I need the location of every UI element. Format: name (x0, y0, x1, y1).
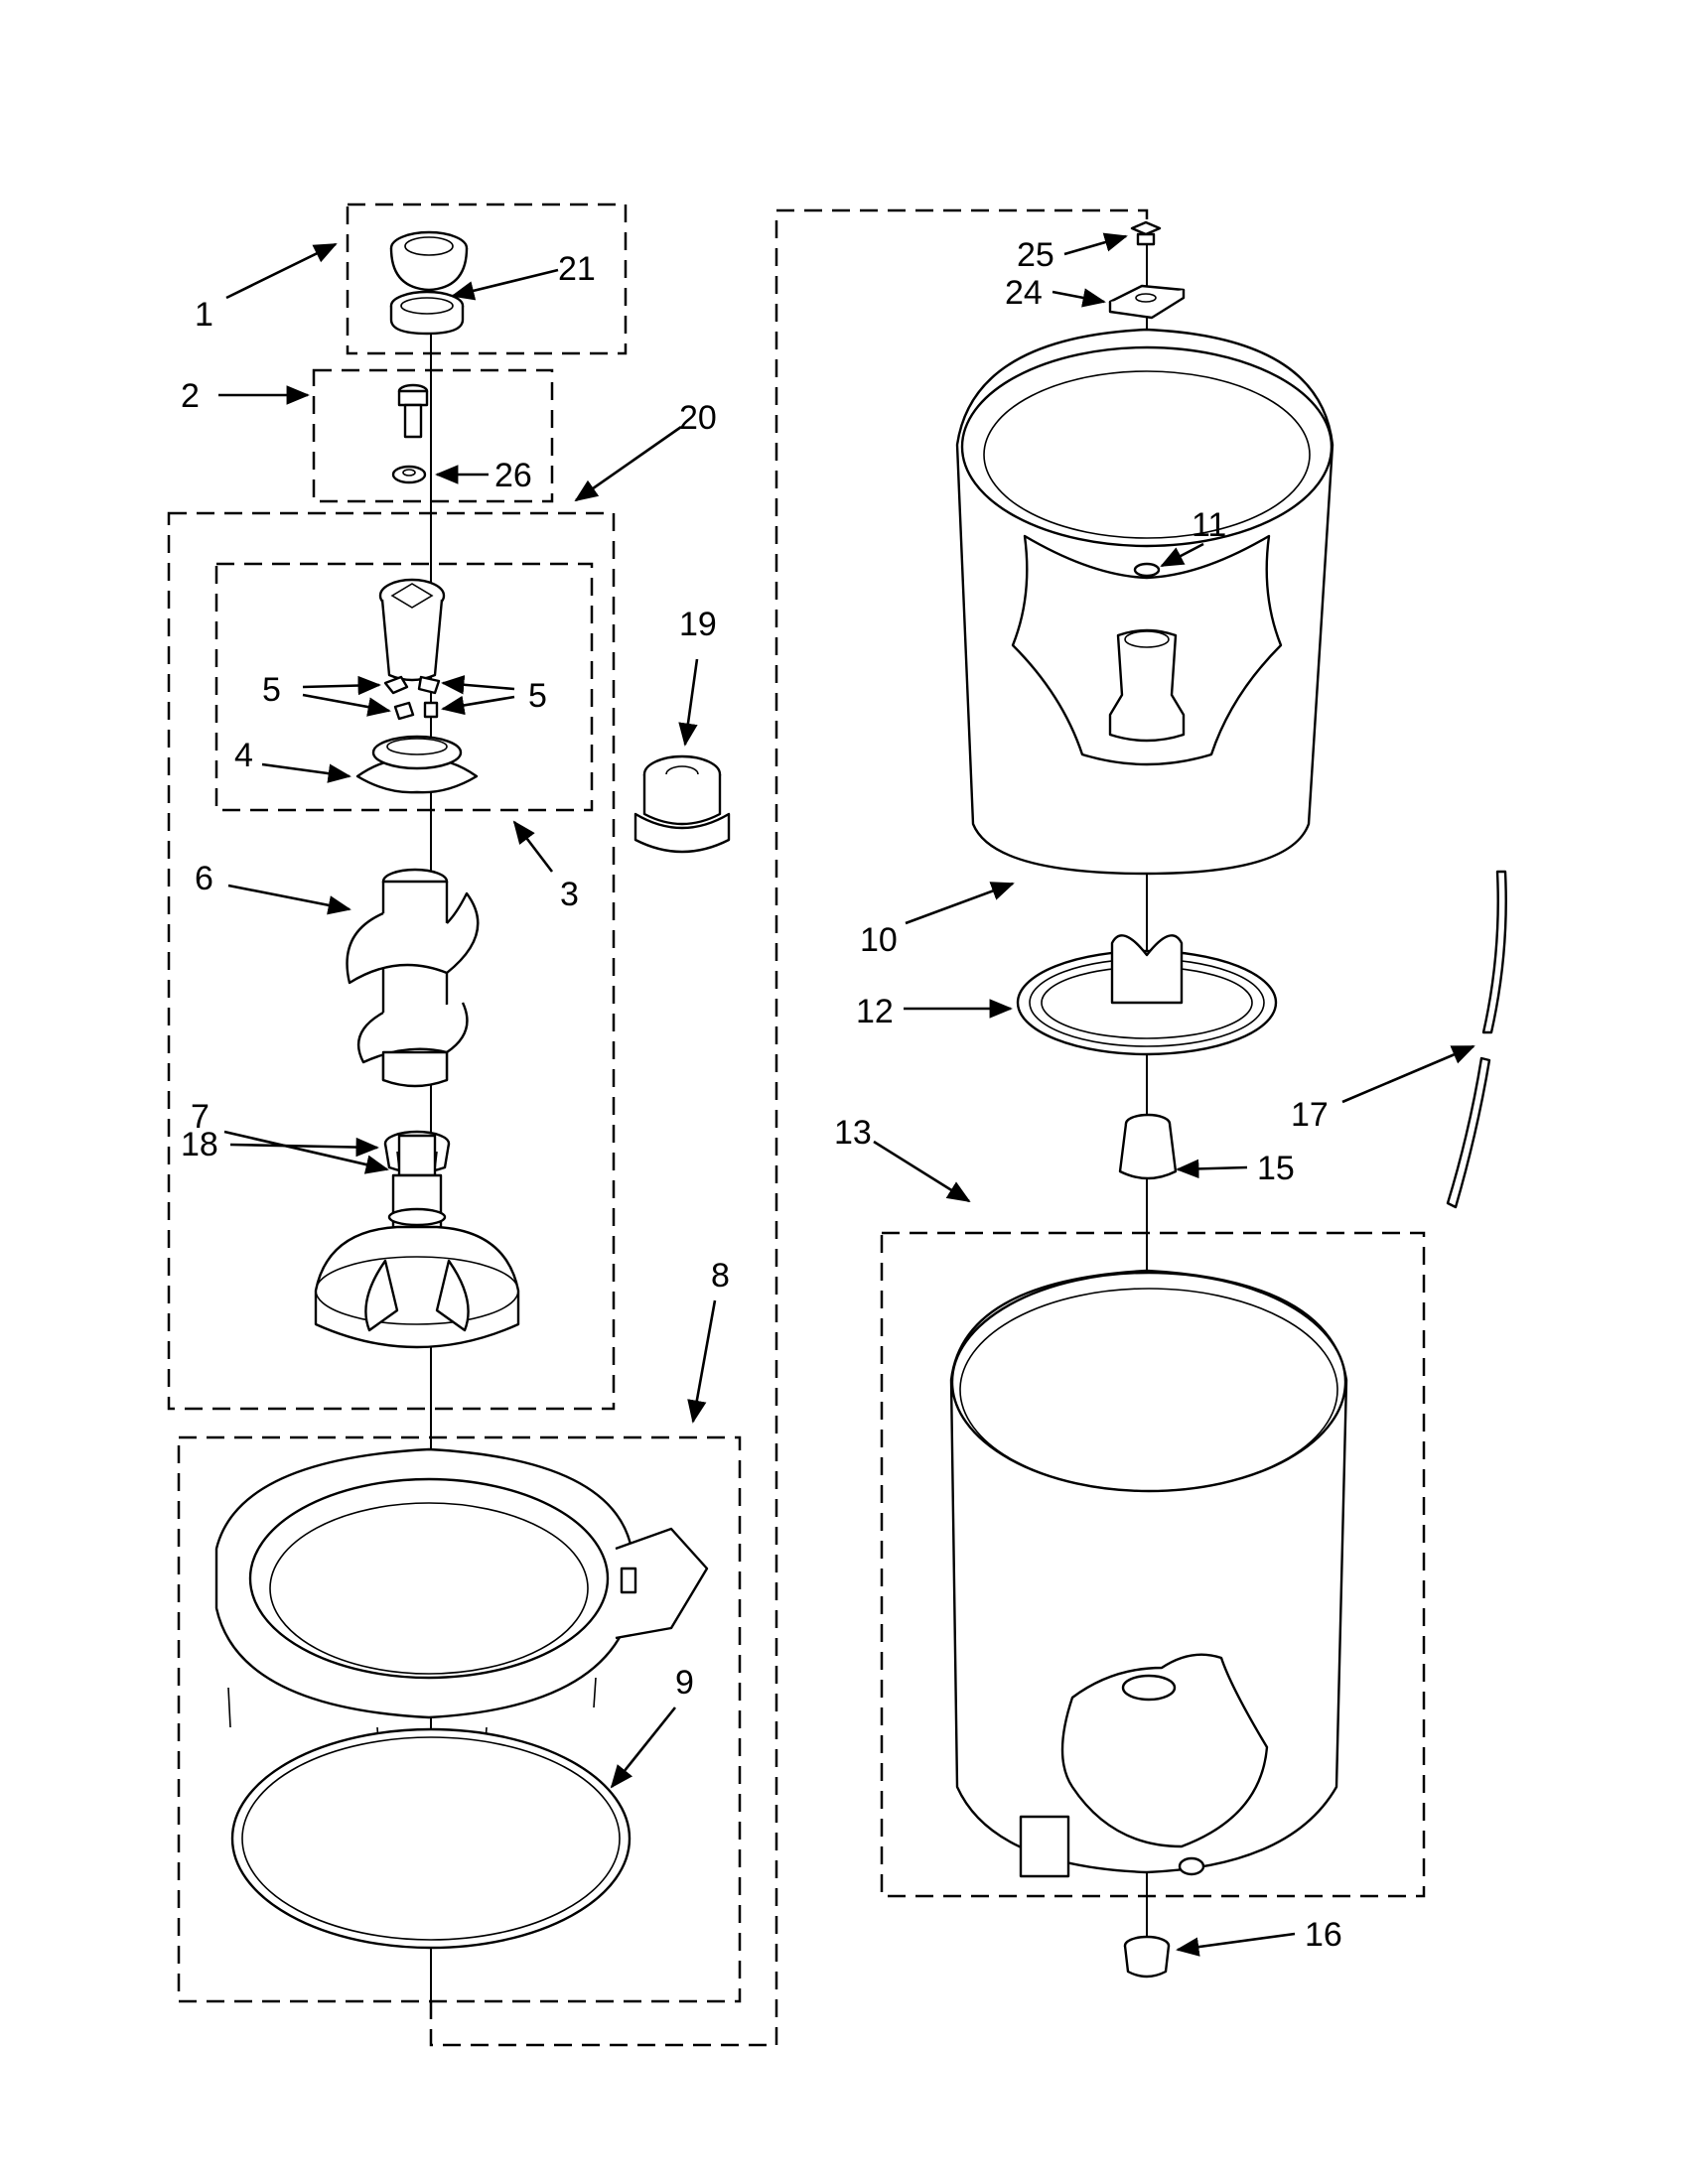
group-box-8 (177, 1435, 742, 2003)
callout-12: 12 (856, 993, 894, 1030)
callout-19: 19 (679, 606, 717, 643)
callout-20: 20 (679, 399, 717, 437)
callout-4: 4 (234, 737, 253, 774)
arrow-5b-2 (441, 695, 515, 716)
callout-11: 11 (1192, 506, 1226, 544)
retainer-plate-part (1108, 284, 1186, 320)
callout-2: 2 (181, 377, 200, 415)
callout-17: 17 (1291, 1096, 1329, 1134)
arrow-11 (1160, 542, 1204, 568)
callout-21: 21 (558, 250, 596, 288)
callout-5-right: 5 (528, 677, 547, 715)
arrow-19 (678, 658, 699, 747)
arrow-6 (227, 884, 351, 915)
callout-16: 16 (1305, 1916, 1342, 1954)
gasket-ring-part (230, 1727, 632, 1950)
agitator-cam-part (378, 578, 446, 682)
callout-24: 24 (1005, 274, 1043, 312)
arrow-24 (1052, 288, 1106, 308)
arrow-25 (1063, 232, 1128, 256)
group-box-2 (312, 368, 554, 503)
group-box-1 (346, 203, 628, 355)
callout-5-left: 5 (262, 671, 281, 709)
callout-13: 13 (834, 1114, 872, 1152)
arrow-5b-1 (441, 675, 515, 695)
drain-plug-part (1123, 1935, 1171, 1979)
arrow-20 (574, 425, 682, 502)
callout-3: 3 (560, 876, 579, 913)
arrow-5a-2 (302, 693, 391, 717)
seal-ring-part (389, 290, 465, 336)
wash-basket-part (955, 328, 1334, 876)
bolt-part (397, 383, 429, 439)
assembly-connector-path (429, 208, 1149, 2047)
callout-9: 9 (675, 1664, 694, 1702)
arrow-13 (873, 1140, 971, 1203)
washer-part (391, 465, 427, 484)
callout-26: 26 (494, 457, 532, 494)
arrow-4 (261, 762, 351, 783)
arrow-16 (1176, 1932, 1296, 1957)
callout-25: 25 (1017, 236, 1054, 274)
drive-plate-part (1016, 934, 1278, 1056)
group-box-3 (214, 562, 594, 812)
arrow-17 (1341, 1044, 1475, 1104)
arrow-10 (905, 882, 1015, 925)
arrow-8 (687, 1299, 717, 1424)
cam-base-part (355, 735, 479, 794)
arrow-5a-1 (302, 675, 381, 696)
drive-hub-part (1118, 1113, 1178, 1180)
tub-seal-part (633, 754, 731, 854)
callout-7: 7 (191, 1098, 210, 1136)
clip-part (1130, 220, 1162, 246)
arrow-18 (229, 1137, 379, 1158)
arrow-9 (610, 1706, 677, 1789)
callout-1: 1 (195, 296, 213, 334)
hose-part (1446, 870, 1507, 1209)
outer-tub-part (949, 1269, 1348, 1878)
auger-part (346, 868, 480, 1088)
callout-10: 10 (860, 921, 898, 959)
arrow-21 (451, 268, 559, 301)
arrow-1 (225, 242, 338, 300)
arrow-15 (1176, 1159, 1248, 1179)
callout-18: 18 (181, 1126, 218, 1163)
arrow-7 (223, 1130, 389, 1174)
tub-ring-part (214, 1447, 709, 1758)
group-box-13 (880, 1231, 1426, 1898)
callout-6: 6 (195, 860, 213, 897)
callout-15: 15 (1257, 1150, 1295, 1187)
group-box-20 (167, 511, 616, 1411)
callout-8: 8 (711, 1257, 730, 1295)
arrow-3 (512, 820, 554, 873)
agitator-cap-part (389, 230, 469, 292)
agitator-dogs-part (383, 675, 441, 721)
agitator-base-part (314, 1134, 520, 1349)
